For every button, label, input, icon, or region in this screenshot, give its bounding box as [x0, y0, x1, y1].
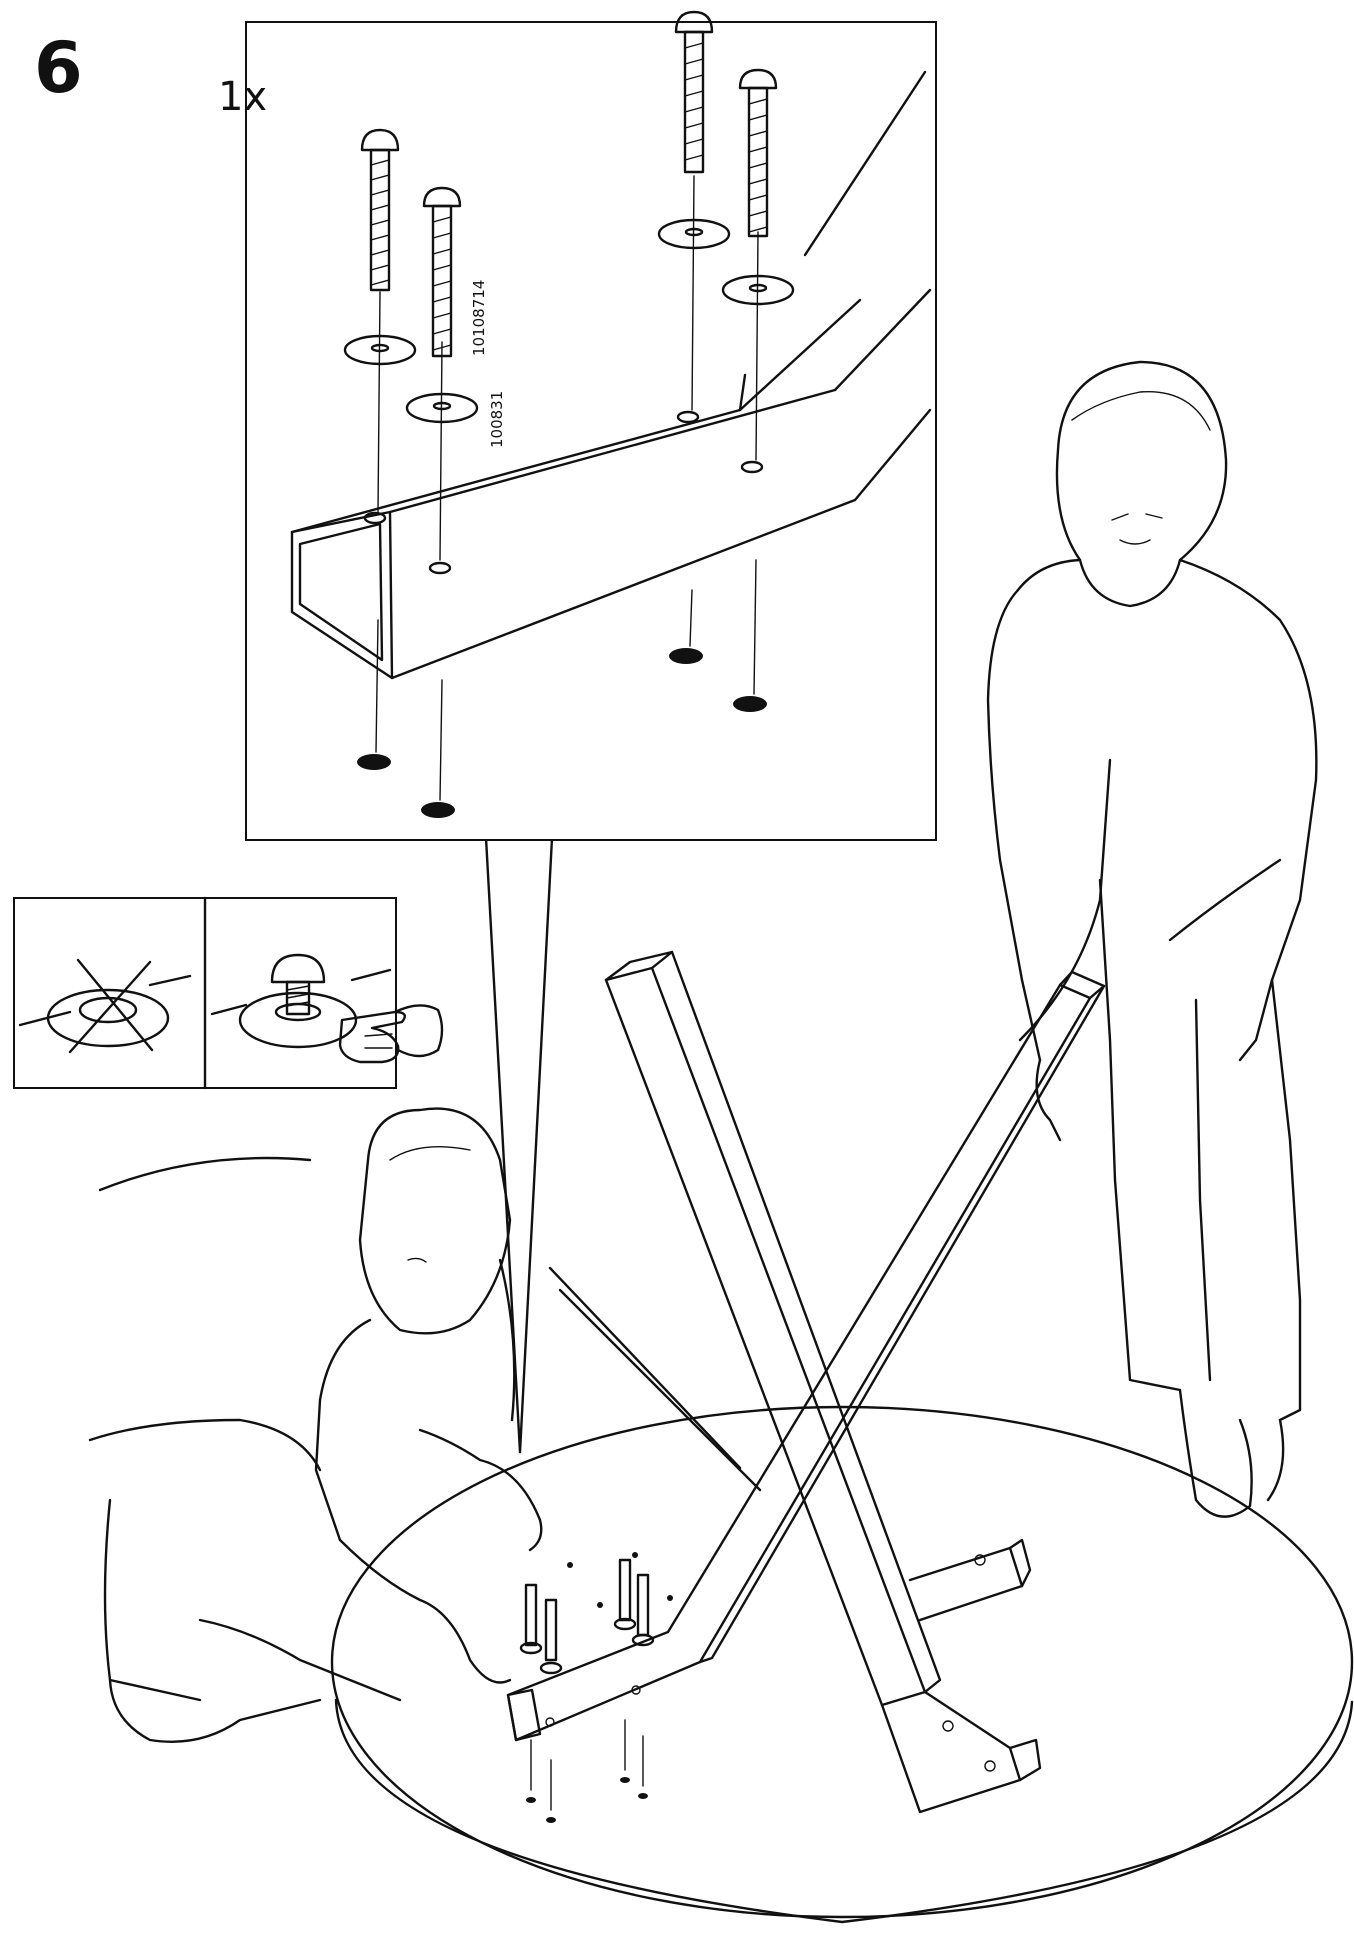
screw	[360, 128, 400, 292]
detail-callout: 1x	[218, 10, 937, 841]
hole	[428, 561, 452, 575]
screw	[738, 68, 778, 238]
washer	[405, 392, 479, 424]
washer	[721, 274, 795, 306]
hole	[740, 460, 764, 474]
table-base	[506, 950, 1106, 1814]
detail-frame	[245, 21, 937, 841]
leg-detail	[290, 70, 932, 818]
part-number-washer: 100831	[488, 391, 506, 448]
washer	[657, 218, 731, 250]
table-top	[330, 1405, 1354, 1924]
quantity-label: 1x	[218, 74, 267, 120]
person-kneeling	[88, 1107, 543, 1743]
cross-mark-icon	[68, 958, 154, 1054]
table-hole	[669, 648, 703, 664]
table-hole	[421, 802, 455, 818]
screw	[422, 186, 462, 358]
washer	[343, 334, 417, 366]
part-number-screw: 10108714	[470, 280, 488, 356]
callout-pointer	[484, 836, 554, 1454]
right-example	[210, 953, 444, 1064]
table-hole	[357, 754, 391, 770]
step-number: 6	[34, 27, 83, 109]
wrong-example	[18, 958, 192, 1054]
hole	[363, 511, 387, 525]
tightening-guide	[13, 896, 444, 1090]
main-scene-screws	[519, 1558, 655, 1823]
screw	[674, 10, 714, 174]
pointing-hand-icon	[338, 1004, 444, 1064]
hole	[676, 410, 700, 424]
person-standing	[986, 360, 1318, 1518]
table-hole	[733, 696, 767, 712]
